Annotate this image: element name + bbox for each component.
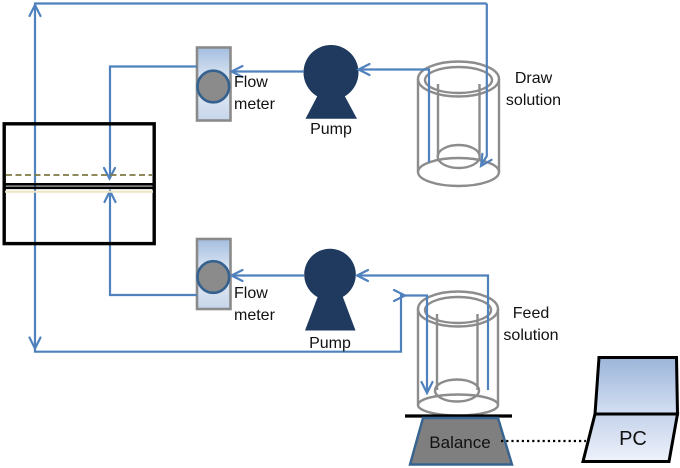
arrow-into-pump-bottom [354,268,370,283]
flow-meter-top-label: Flow meter [234,74,275,113]
flow-meter-bottom-label: Flow meter [234,285,275,324]
draw-solution-vessel-icon [416,60,501,188]
arrow-into-draw-vessel [479,152,493,169]
tubing-feed-suction [357,274,490,390]
arrow-feed-return-turn [392,288,408,303]
draw-solution-label: Draw solution [505,70,562,109]
arrow-into-feed-vessel [420,380,434,396]
tubing-meter-to-cell-top [108,65,197,179]
pc-label: PC [619,428,647,450]
laptop-base [581,412,680,463]
arrow-up-top-left [28,2,42,18]
arrow-into-meter-top [229,64,244,79]
membrane-cell-icon [2,122,156,246]
feed-solution-label: Feed solution [503,305,559,344]
arrow-down-bottom-left [28,336,42,351]
pump-top-label: Pump [310,121,352,138]
feed-solution-vessel-icon [416,290,500,417]
arrow-into-meter-bottom [229,268,244,283]
flow-meter-top-icon [195,46,232,122]
arrow-into-pump-top [356,62,371,77]
flow-meter-bottom-icon [195,237,232,311]
arrow-into-cell-top [102,166,117,181]
pump-bottom-label: Pump [309,335,351,352]
pc-icon [581,356,680,463]
tubing-draw-return-dip [480,3,488,166]
laptop-screen [593,356,680,416]
tubing-lines [33,2,490,391]
pump-top-icon [303,45,359,119]
pump-bottom-icon [304,248,356,331]
tubing-meter-to-cell-bottom [108,191,197,297]
flow-direction-arrows [28,2,493,396]
tubing-draw-suction [358,68,431,162]
balance-label: Balance [429,433,491,452]
balance-body [408,416,514,466]
balance-icon [405,414,514,466]
